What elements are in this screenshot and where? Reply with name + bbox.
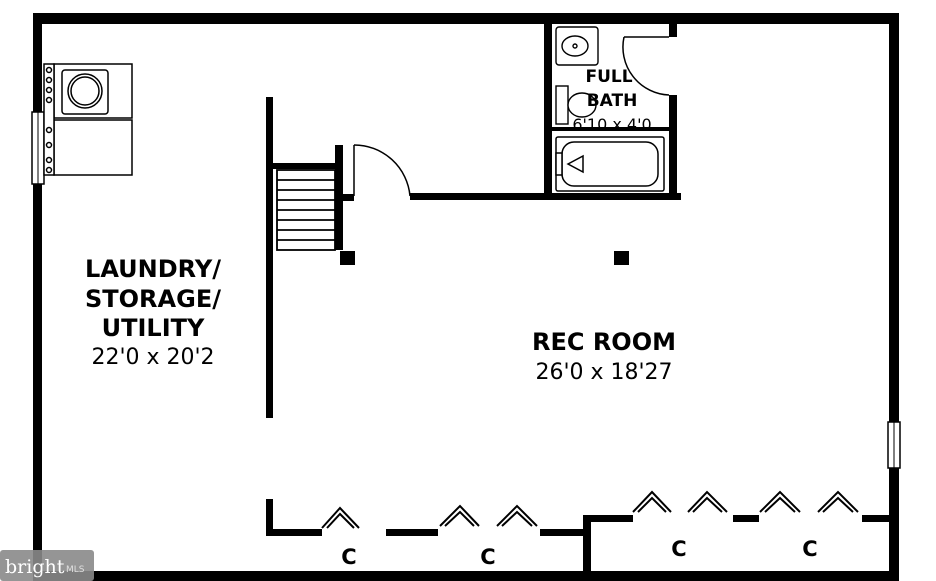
rec-room-label: REC ROOM [532, 328, 676, 356]
stair-door [353, 144, 411, 197]
washer-dryer [43, 63, 133, 176]
laundry-label-line2: STORAGE/ [85, 285, 221, 313]
laundry-label-line3: UTILITY [102, 314, 205, 342]
exterior-walls [33, 13, 899, 581]
closet-label: C [671, 537, 686, 561]
staircase [276, 169, 336, 251]
watermark-sub: MLS [66, 565, 85, 575]
bath-sink [555, 26, 599, 66]
bright-mls-watermark: bright MLS [0, 550, 94, 581]
window-right [887, 421, 901, 469]
watermark-text: bright [5, 556, 65, 578]
bath-toilet [555, 85, 597, 125]
laundry-label-line1: LAUNDRY/ [85, 255, 221, 283]
closet-doors [321, 490, 859, 529]
laundry-dimensions: 22'0 x 20'2 [91, 345, 214, 370]
window-left [31, 111, 45, 185]
closet-label: C [802, 537, 817, 561]
bath-label-line2: BATH [587, 91, 638, 111]
bath-door [622, 36, 670, 96]
bath-label-line1: FULL [585, 67, 632, 87]
bathtub [555, 136, 665, 192]
bath-dimensions: 6'10 x 4'0 [572, 115, 651, 134]
rec-room-dimensions: 26'0 x 18'27 [535, 360, 672, 385]
interior-walls [266, 13, 892, 577]
closet-label: C [341, 545, 356, 569]
closet-label: C [480, 545, 495, 569]
